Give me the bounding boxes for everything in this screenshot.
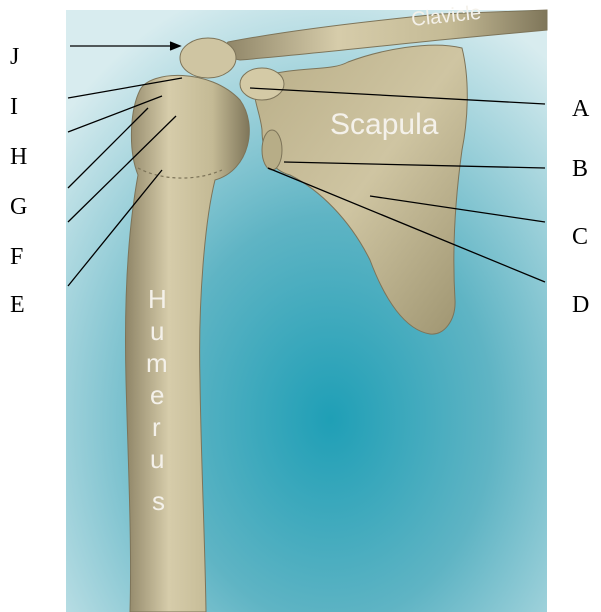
acromion-knob — [180, 38, 236, 78]
humerus-letter: s — [152, 486, 165, 516]
humerus-letter: u — [150, 316, 164, 346]
humerus-letter: m — [146, 348, 168, 378]
letter-j: J — [10, 44, 19, 70]
humerus-letter: r — [152, 412, 161, 442]
humerus-letter: H — [148, 284, 167, 314]
letter-c: C — [572, 224, 588, 250]
letter-g: G — [10, 194, 27, 220]
humerus-letter: e — [150, 380, 164, 410]
scapula-label: Scapula — [330, 108, 439, 141]
letter-b: B — [572, 156, 588, 182]
glenoid-rim — [262, 130, 282, 170]
humerus-letter: u — [150, 444, 164, 474]
left-letters: J I H G F E — [10, 44, 27, 318]
letter-h: H — [10, 144, 27, 170]
letter-e: E — [10, 292, 25, 318]
letter-i: I — [10, 94, 18, 120]
letter-a: A — [572, 96, 590, 122]
letter-d: D — [572, 292, 589, 318]
right-letters: A B C D — [572, 96, 590, 318]
letter-f: F — [10, 244, 23, 270]
coracoid-knob — [240, 68, 284, 100]
